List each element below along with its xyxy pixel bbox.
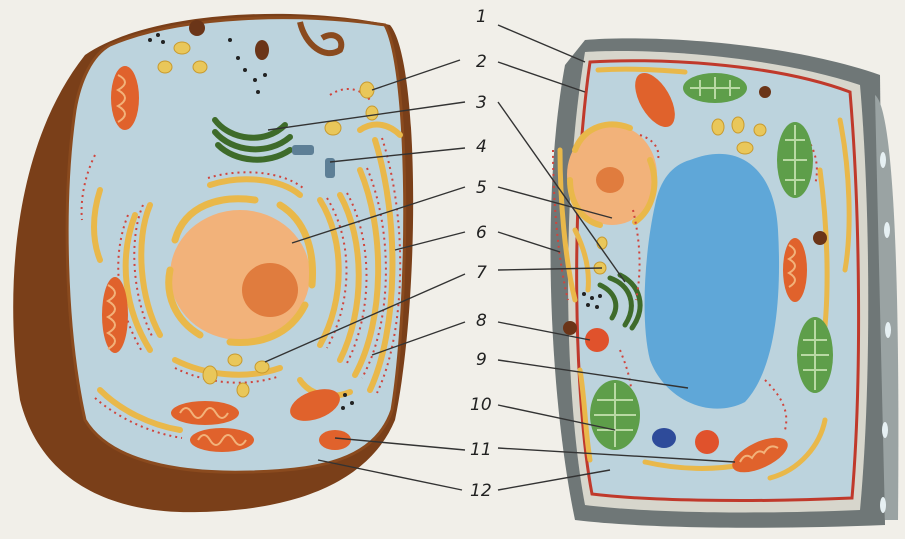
- label-2: 2: [476, 52, 487, 72]
- label-3: 3: [476, 93, 487, 113]
- label-10: 10: [470, 395, 492, 415]
- label-5: 5: [476, 178, 487, 198]
- label-4: 4: [476, 137, 487, 157]
- plant-vacuole: [645, 154, 779, 409]
- label-8: 8: [476, 311, 487, 331]
- plant-nucleolus: [596, 167, 624, 193]
- number-labels: 1 2 3 4 5 6 7 8 9 10 11 12: [470, 7, 492, 501]
- label-9: 9: [476, 350, 487, 370]
- label-11: 11: [470, 440, 492, 460]
- label-12: 12: [470, 481, 492, 501]
- label-1: 1: [476, 7, 487, 27]
- label-6: 6: [476, 223, 487, 243]
- animal-nucleolus: [242, 263, 298, 317]
- animal-cell: [13, 14, 413, 512]
- label-7: 7: [476, 263, 487, 283]
